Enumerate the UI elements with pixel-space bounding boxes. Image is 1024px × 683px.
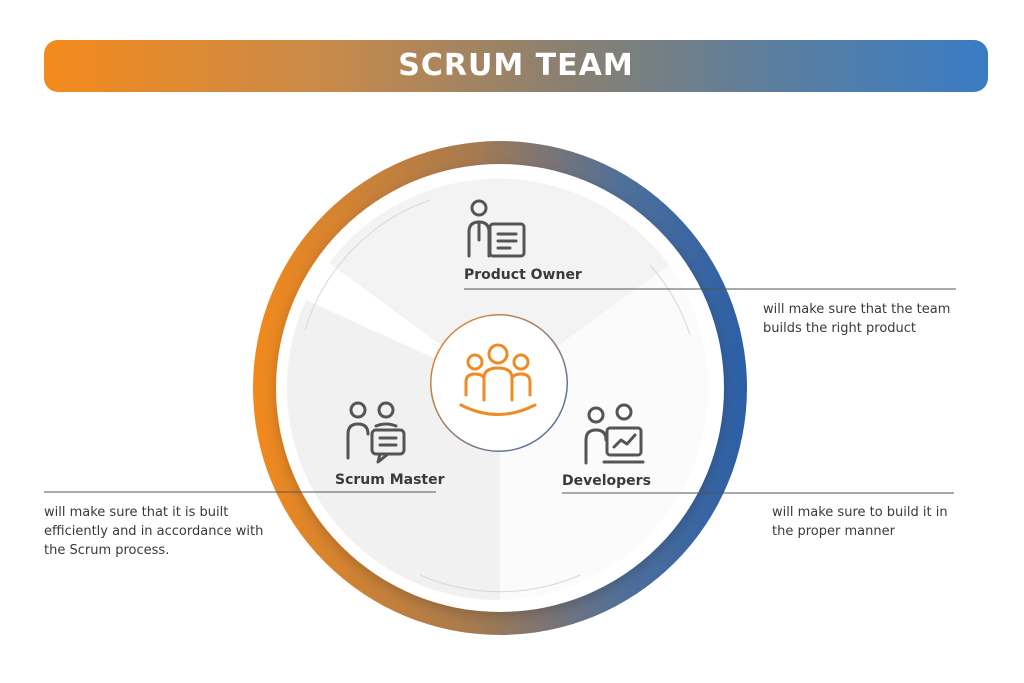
description-product-owner: will make sure that the team builds the … <box>763 302 951 336</box>
description-scrum-master: will make sure that it is built efficien… <box>44 505 264 558</box>
team-group-icon <box>459 343 537 416</box>
description-developers: will make sure to build it in the proper… <box>772 505 948 539</box>
center-circle <box>431 315 567 451</box>
page-title: SCRUM TEAM <box>398 48 634 83</box>
person-with-document-icon <box>467 199 526 258</box>
two-people-speech-bubble-icon <box>346 401 406 464</box>
role-label-developers: Developers <box>562 473 651 489</box>
role-label-scrum-master: Scrum Master <box>335 472 445 488</box>
title-banner: SCRUM TEAM <box>44 40 988 92</box>
person-with-chart-monitor-icon <box>584 403 645 465</box>
sector-product-owner <box>329 178 669 388</box>
role-label-product-owner: Product Owner <box>464 267 582 283</box>
